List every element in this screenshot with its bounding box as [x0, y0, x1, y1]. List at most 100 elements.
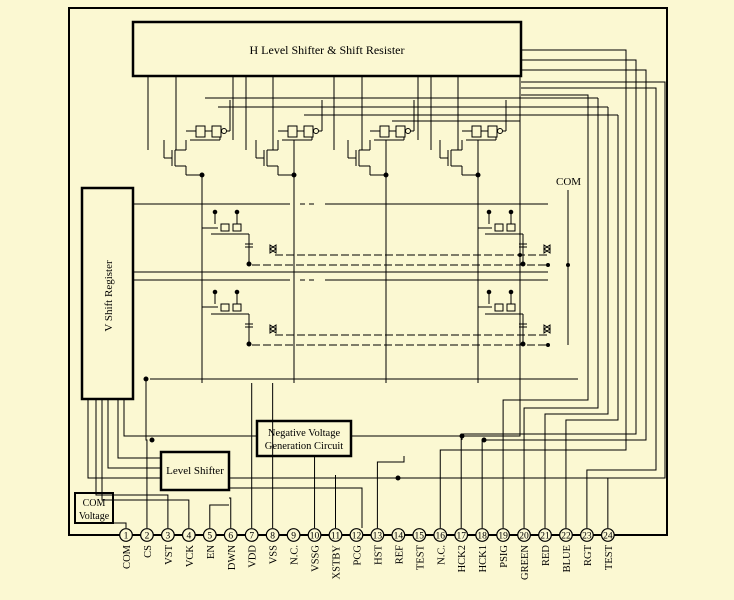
wire	[521, 81, 666, 528]
wire	[439, 49, 627, 528]
pin-name: VCK	[185, 545, 196, 568]
pin-circle	[580, 528, 594, 542]
wire	[229, 497, 232, 528]
h-shift-outputs	[147, 76, 459, 150]
pin-name: RGT	[583, 544, 594, 566]
wire	[209, 504, 229, 528]
pixel-array	[202, 209, 570, 347]
pin-circle	[391, 528, 406, 542]
pin-circle	[265, 528, 280, 542]
pin-circle	[223, 528, 238, 542]
pin-circle	[517, 528, 531, 542]
level-shifter-label: Level Shifter	[166, 465, 224, 477]
pin-name: REF	[394, 545, 405, 564]
pin-number: 9	[291, 532, 296, 542]
negative-voltage-block: Negative Voltage Generation Circuit	[255, 419, 353, 458]
pin-number: 23	[582, 532, 592, 542]
pin-name: N.C.	[290, 545, 301, 565]
pin-number: 7	[249, 532, 254, 542]
pin-circle	[454, 528, 469, 542]
pin-number: 22	[561, 532, 571, 542]
pin-circle	[244, 528, 259, 542]
gate-lines	[133, 203, 578, 380]
pin-name: N.C.	[436, 545, 447, 565]
wire	[523, 98, 599, 528]
pin-number: 1	[124, 532, 129, 542]
h-level-shifter-block: H Level Shifter & Shift Resister	[131, 20, 523, 78]
junction-dot	[481, 437, 487, 443]
wire	[565, 115, 619, 528]
pin-name: VSSG	[311, 545, 322, 572]
junction-dot	[143, 376, 149, 382]
chip-outline	[68, 7, 668, 536]
wire	[376, 456, 405, 528]
pin-number: 18	[477, 532, 487, 542]
pin-circle	[181, 528, 196, 542]
pin-circle	[286, 528, 301, 542]
pin-row: 1COM2CS3VST4VCK5EN6DWN7VDD8VSS9N.C.10VSS…	[119, 528, 615, 580]
pin-name: TEST	[415, 544, 426, 570]
pin-number: 24	[603, 532, 613, 542]
pin-circle	[475, 528, 490, 542]
pin-name: VDD	[248, 545, 259, 568]
wire	[521, 87, 657, 528]
pin-circle	[160, 528, 175, 542]
pin-circle	[600, 528, 615, 542]
negative-voltage-line1: Negative Voltage	[268, 428, 341, 439]
v-shift-register-block: V Shift Register	[80, 186, 135, 401]
pin-number: 11	[331, 532, 340, 542]
pin-9: 9N.C.	[286, 528, 301, 565]
pin-name: XSTBY	[332, 545, 343, 580]
h-switch-cell	[255, 100, 323, 178]
pin-circle	[370, 528, 385, 542]
junction-dot	[395, 475, 401, 481]
wire	[113, 522, 127, 528]
pin-circle	[559, 528, 573, 542]
h-switch-cell	[347, 100, 415, 178]
pin-number: 13	[373, 532, 383, 542]
pin-name: EN	[206, 545, 217, 559]
pixel-cell	[211, 209, 277, 267]
pin-name: COM	[122, 544, 133, 569]
pin-name: DWN	[227, 545, 238, 570]
pin-number: 21	[540, 532, 550, 542]
pin-number: 4	[186, 532, 191, 542]
com-label: COM	[556, 176, 581, 188]
wire	[101, 400, 190, 528]
pin-routing	[87, 49, 666, 528]
pin-number: 17	[456, 532, 466, 542]
pin-number: 20	[519, 532, 529, 542]
wire	[123, 400, 257, 437]
pin-number: 15	[415, 532, 425, 542]
video-bus	[205, 97, 618, 122]
wire	[107, 400, 161, 469]
junction-dot	[546, 343, 550, 347]
pin-number: 5	[207, 532, 212, 542]
level-shifter-block: Level Shifter	[159, 450, 231, 492]
pin-number: 3	[166, 532, 171, 542]
pin-name: PCG	[352, 545, 363, 566]
pin-name: VST	[164, 544, 175, 564]
wire	[229, 487, 363, 528]
wire	[481, 69, 647, 528]
pin-16: 16N.C.	[433, 528, 448, 565]
pin-number: 12	[352, 532, 362, 542]
pin-circle	[433, 528, 448, 542]
pin-5: 5EN	[202, 528, 217, 559]
pixel-cell	[485, 209, 551, 267]
pin-name: GREEN	[520, 545, 531, 580]
wire	[117, 400, 161, 459]
